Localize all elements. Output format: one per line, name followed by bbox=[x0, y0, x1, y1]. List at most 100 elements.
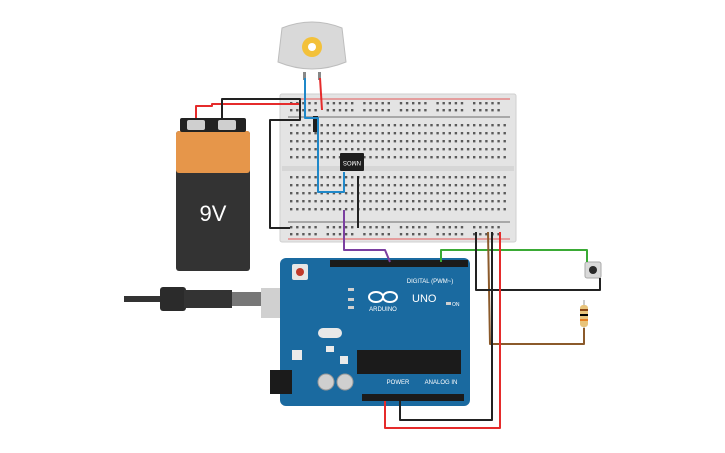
breadboard-hole bbox=[412, 176, 415, 179]
breadboard-hole bbox=[491, 192, 494, 195]
breadboard-hole bbox=[387, 132, 390, 135]
breadboard-hole bbox=[485, 156, 488, 159]
breadboard-hole bbox=[387, 226, 390, 229]
breadboard-hole bbox=[436, 148, 439, 151]
breadboard-hole bbox=[338, 109, 342, 112]
breadboard-hole bbox=[424, 233, 427, 236]
dc-motor[interactable] bbox=[277, 21, 347, 80]
breadboard-hole bbox=[430, 124, 433, 127]
breadboard-hole bbox=[344, 176, 348, 179]
breadboard-hole bbox=[296, 140, 299, 143]
breadboard-hole bbox=[344, 140, 348, 143]
breadboard-hole bbox=[326, 140, 329, 143]
breadboard-hole bbox=[418, 148, 421, 151]
breadboard-hole bbox=[338, 124, 342, 127]
nmos-transistor[interactable]: NMOS bbox=[340, 153, 364, 171]
breadboard-hole bbox=[381, 233, 384, 236]
breadboard-hole bbox=[290, 156, 293, 159]
breadboard-hole bbox=[497, 124, 500, 127]
breadboard-hole bbox=[460, 192, 464, 195]
breadboard-hole bbox=[412, 200, 415, 203]
breadboard-hole bbox=[424, 140, 427, 143]
breadboard[interactable] bbox=[279, 93, 517, 243]
breadboard-hole bbox=[393, 200, 397, 203]
analog-header bbox=[418, 394, 464, 401]
breadboard-hole bbox=[369, 192, 372, 195]
breadboard-hole bbox=[399, 192, 403, 195]
breadboard-hole bbox=[296, 233, 299, 236]
breadboard-hole bbox=[448, 200, 451, 203]
breadboard-hole bbox=[424, 226, 427, 229]
digital-header-left bbox=[330, 260, 418, 267]
arduino-uno-board[interactable]: DIGITAL (PWM~) POWER ANALOG IN ARDUINO U… bbox=[270, 258, 470, 406]
breadboard-hole bbox=[296, 184, 299, 187]
breadboard-hole bbox=[296, 148, 299, 151]
breadboard-hole bbox=[338, 184, 342, 187]
breadboard-hole bbox=[363, 184, 366, 187]
breadboard-hole bbox=[296, 176, 299, 179]
breadboard-hole bbox=[338, 233, 342, 236]
breadboard-hole bbox=[418, 156, 421, 159]
breadboard-hole bbox=[387, 140, 390, 143]
breadboard-hole bbox=[479, 184, 482, 187]
breadboard-hole bbox=[442, 226, 445, 229]
breadboard-hole bbox=[436, 140, 439, 143]
breadboard-hole bbox=[448, 109, 451, 112]
breadboard-hole bbox=[326, 226, 329, 229]
breadboard-hole bbox=[485, 140, 488, 143]
breadboard-hole bbox=[405, 102, 409, 105]
breadboard-hole bbox=[308, 148, 311, 151]
breadboard-hole bbox=[314, 192, 317, 195]
breadboard-hole bbox=[326, 102, 329, 105]
breadboard-hole bbox=[357, 148, 360, 151]
breadboard-hole bbox=[399, 156, 403, 159]
breadboard-hole bbox=[338, 226, 342, 229]
breadboard-hole bbox=[412, 102, 415, 105]
breadboard-hole bbox=[497, 109, 500, 112]
power-header-label: POWER bbox=[387, 380, 410, 386]
breadboard-hole bbox=[405, 140, 409, 143]
breadboard-hole bbox=[485, 233, 488, 236]
breadboard-hole bbox=[332, 192, 336, 195]
diode[interactable] bbox=[313, 116, 318, 132]
breadboard-hole bbox=[296, 192, 299, 195]
push-button[interactable] bbox=[584, 261, 602, 279]
breadboard-hole bbox=[369, 208, 372, 211]
usb-cable[interactable] bbox=[124, 287, 291, 318]
breadboard-hole bbox=[290, 200, 293, 203]
breadboard-hole bbox=[473, 102, 476, 105]
breadboard-hole bbox=[503, 124, 506, 127]
breadboard-hole bbox=[503, 156, 506, 159]
breadboard-hole bbox=[442, 124, 445, 127]
breadboard-hole bbox=[375, 192, 378, 195]
breadboard-hole bbox=[479, 200, 482, 203]
breadboard-hole bbox=[497, 233, 500, 236]
breadboard-hole bbox=[314, 200, 317, 203]
breadboard-hole bbox=[314, 109, 317, 112]
breadboard-hole bbox=[369, 200, 372, 203]
breadboard-hole bbox=[412, 192, 415, 195]
atmega-chip bbox=[357, 350, 461, 374]
breadboard-hole bbox=[448, 156, 451, 159]
breadboard-hole bbox=[399, 226, 403, 229]
breadboard-hole bbox=[424, 102, 427, 105]
breadboard-hole bbox=[473, 233, 476, 236]
breadboard-hole bbox=[460, 132, 464, 135]
breadboard-hole bbox=[290, 184, 293, 187]
breadboard-hole bbox=[308, 184, 311, 187]
breadboard-hole bbox=[351, 184, 354, 187]
breadboard-hole bbox=[442, 132, 445, 135]
breadboard-hole bbox=[473, 124, 476, 127]
breadboard-hole bbox=[442, 156, 445, 159]
breadboard-hole bbox=[485, 124, 488, 127]
breadboard-hole bbox=[448, 102, 451, 105]
battery-9v[interactable]: 9V bbox=[176, 118, 250, 271]
breadboard-hole bbox=[473, 208, 476, 211]
breadboard-hole bbox=[466, 156, 470, 159]
breadboard-hole bbox=[454, 124, 458, 127]
breadboard-hole bbox=[344, 226, 348, 229]
breadboard-hole bbox=[351, 132, 354, 135]
breadboard-hole bbox=[375, 226, 378, 229]
breadboard-hole bbox=[363, 176, 366, 179]
breadboard-hole bbox=[296, 109, 299, 112]
